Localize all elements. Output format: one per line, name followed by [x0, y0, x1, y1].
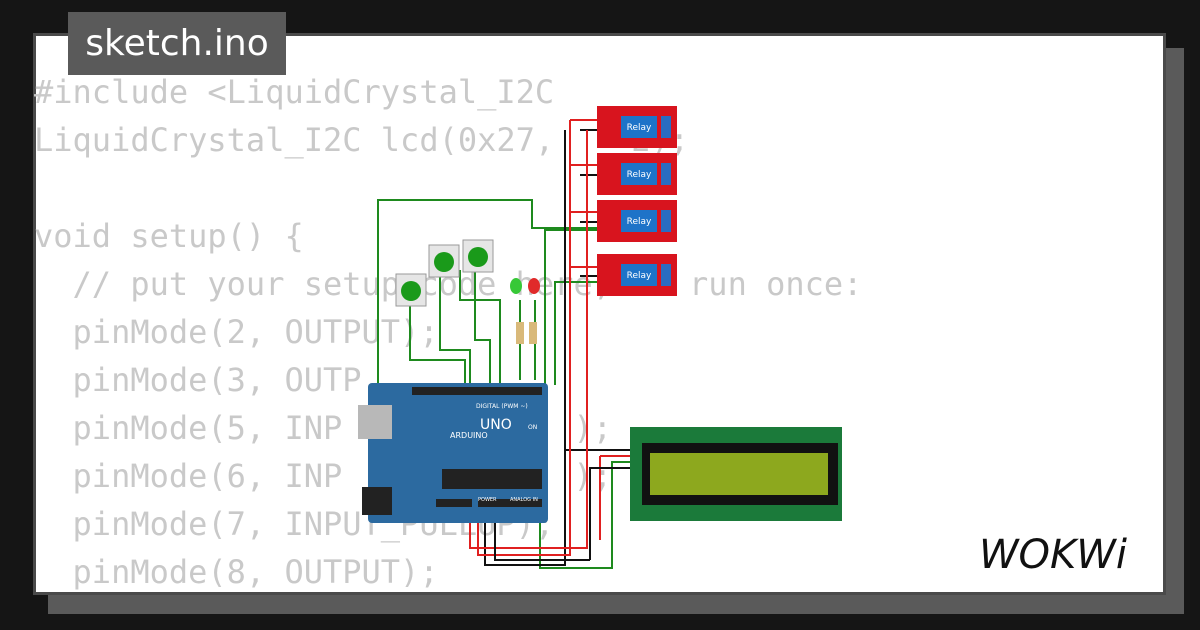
relay-module-1[interactable]: Relay — [597, 106, 677, 148]
pushbutton-3[interactable] — [462, 239, 494, 273]
led-red[interactable] — [528, 278, 540, 294]
led-green[interactable] — [510, 278, 522, 294]
wokwi-logo: WOKWi — [979, 532, 1127, 578]
arduino-model: UNO — [480, 417, 512, 433]
code-preview: #include <LiquidCrystal_I2C LiquidCrystal… — [34, 68, 862, 596]
digital-label: DIGITAL (PWM ~) — [476, 403, 528, 410]
power-label: POWER — [478, 497, 497, 503]
code-line: pinMode(5, INP ); — [34, 409, 612, 447]
arduino-brand: ARDUINO — [450, 431, 488, 440]
wires — [377, 119, 632, 569]
pushbutton-2[interactable] — [428, 244, 460, 278]
svg-text:WOKWi: WOKWi — [979, 532, 1127, 578]
relay-label: Relay — [627, 123, 652, 133]
relay-module-2[interactable]: Relay — [597, 153, 677, 195]
relay-module-4[interactable]: Relay — [597, 254, 677, 296]
pushbutton-1[interactable] — [395, 273, 427, 307]
relay-label: Relay — [627, 217, 652, 227]
resistor-2[interactable] — [529, 322, 537, 344]
relay-label: Relay — [627, 170, 652, 180]
lcd-display[interactable] — [630, 427, 842, 521]
arduino-uno[interactable]: UNO ARDUINO DIGITAL (PWM ~) POWER ANALOG… — [358, 383, 548, 523]
code-line: void setup() { — [34, 217, 304, 255]
code-line: pinMode(6, INP ); — [34, 457, 612, 495]
code-line: pinMode(3, OUTP — [34, 361, 362, 399]
page-title: sketch.ino — [68, 12, 286, 75]
relay-module-3[interactable]: Relay — [597, 200, 677, 242]
on-label: ON — [528, 424, 537, 431]
resistor-1[interactable] — [516, 322, 524, 344]
code-line: LiquidCrystal_I2C lcd(0x27, 2); — [34, 121, 690, 159]
code-line: pinMode(2, OUTPUT); — [34, 313, 439, 351]
analog-label: ANALOG IN — [510, 497, 538, 503]
code-line: pinMode(8, OUTPUT); — [34, 553, 439, 591]
code-line: #include <LiquidCrystal_I2C — [34, 73, 555, 111]
relay-label: Relay — [627, 271, 652, 281]
